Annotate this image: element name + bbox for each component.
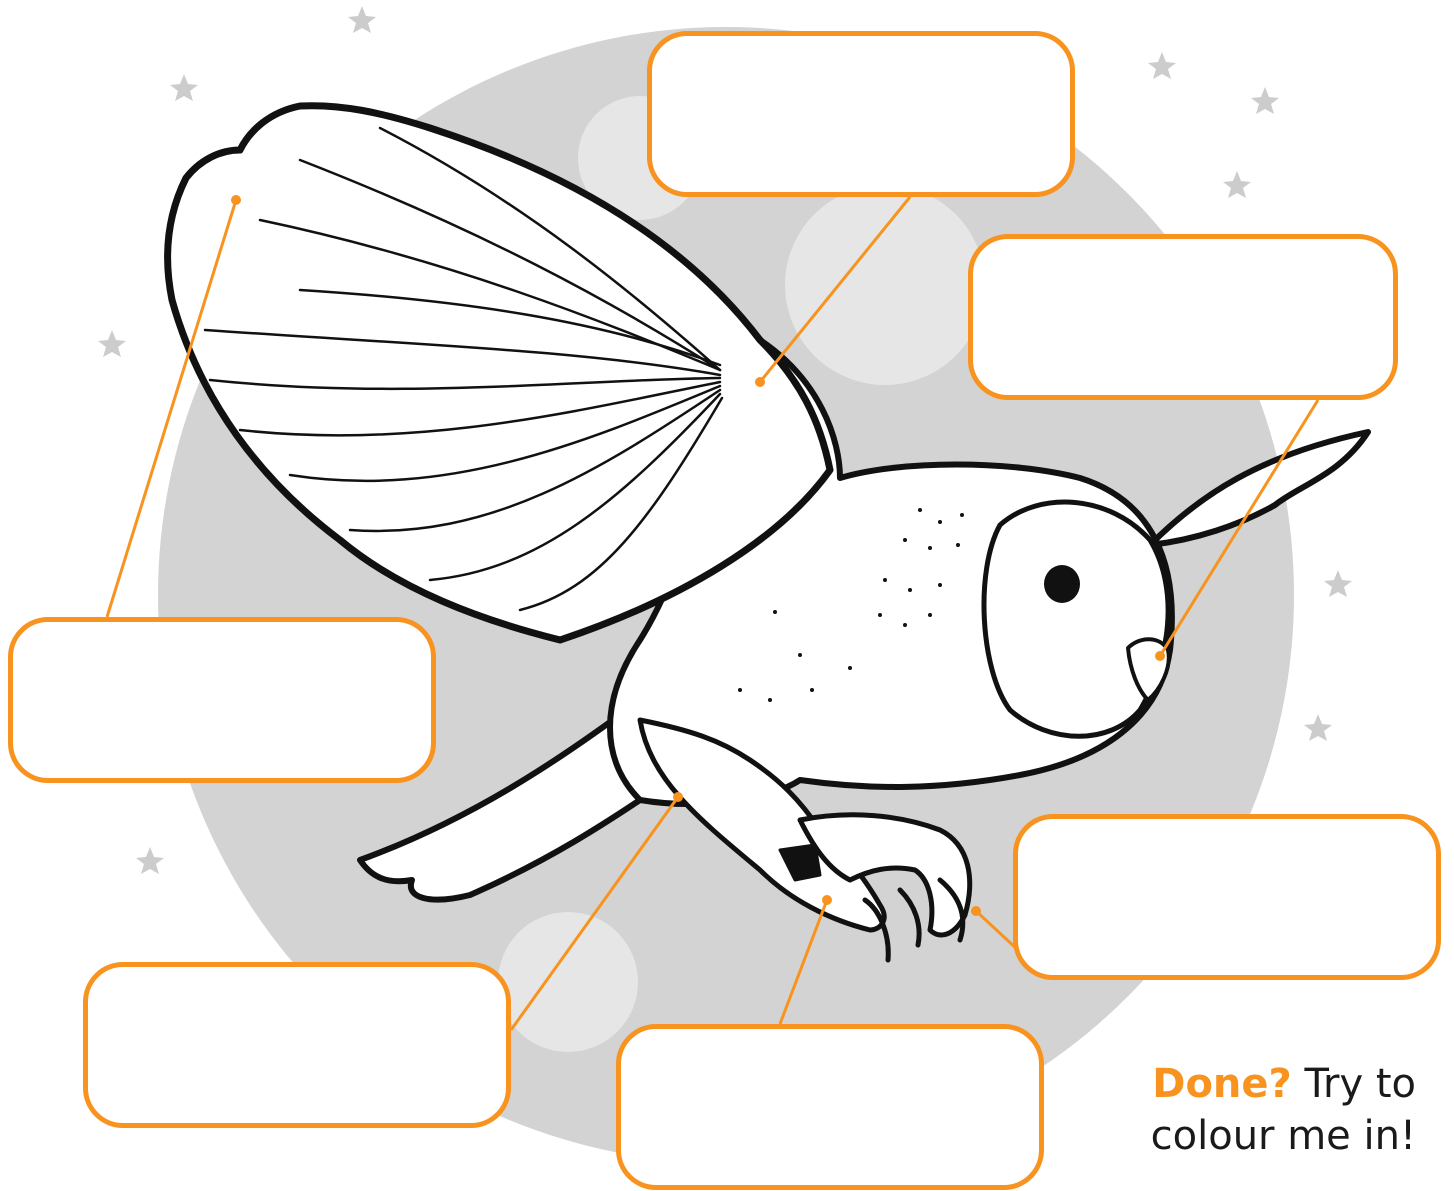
label-input[interactable]	[1018, 819, 1436, 975]
star-icon	[1251, 87, 1279, 114]
leader-dot	[971, 906, 981, 916]
star-icon	[1223, 171, 1251, 198]
label-input[interactable]	[13, 622, 431, 778]
label-box-feet[interactable]	[616, 1024, 1044, 1190]
label-input[interactable]	[88, 967, 506, 1123]
star-icon	[1304, 714, 1332, 741]
leader-dot	[1155, 651, 1165, 661]
star-icon	[170, 74, 198, 101]
owl-eye	[1044, 565, 1080, 603]
leader-dot	[822, 895, 832, 905]
label-box-talons[interactable]	[1013, 814, 1441, 980]
moon-crater	[785, 185, 985, 385]
label-box-beak[interactable]	[968, 234, 1398, 400]
done-word: Done?	[1152, 1061, 1292, 1107]
star-icon	[136, 847, 164, 874]
leader-dot	[231, 195, 241, 205]
star-icon	[1148, 52, 1176, 79]
leader-dot	[673, 792, 683, 802]
label-box-wing-covert[interactable]	[647, 31, 1075, 197]
moon-crater	[498, 912, 638, 1052]
done-instruction: Done? Try to colour me in!	[1151, 1058, 1416, 1162]
label-input[interactable]	[652, 36, 1070, 192]
label-box-wing-feathers[interactable]	[8, 617, 436, 783]
done-line-2: colour me in!	[1151, 1110, 1416, 1162]
done-line-1-rest: Try to	[1292, 1061, 1416, 1107]
star-icon	[98, 330, 126, 357]
leader-dot	[755, 377, 765, 387]
done-line-1: Done? Try to	[1151, 1058, 1416, 1110]
label-input[interactable]	[973, 239, 1393, 395]
owl-face-disc	[984, 502, 1168, 736]
label-input[interactable]	[621, 1029, 1039, 1185]
label-box-legs[interactable]	[83, 962, 511, 1128]
star-icon	[348, 6, 376, 33]
star-icon	[1324, 570, 1352, 597]
